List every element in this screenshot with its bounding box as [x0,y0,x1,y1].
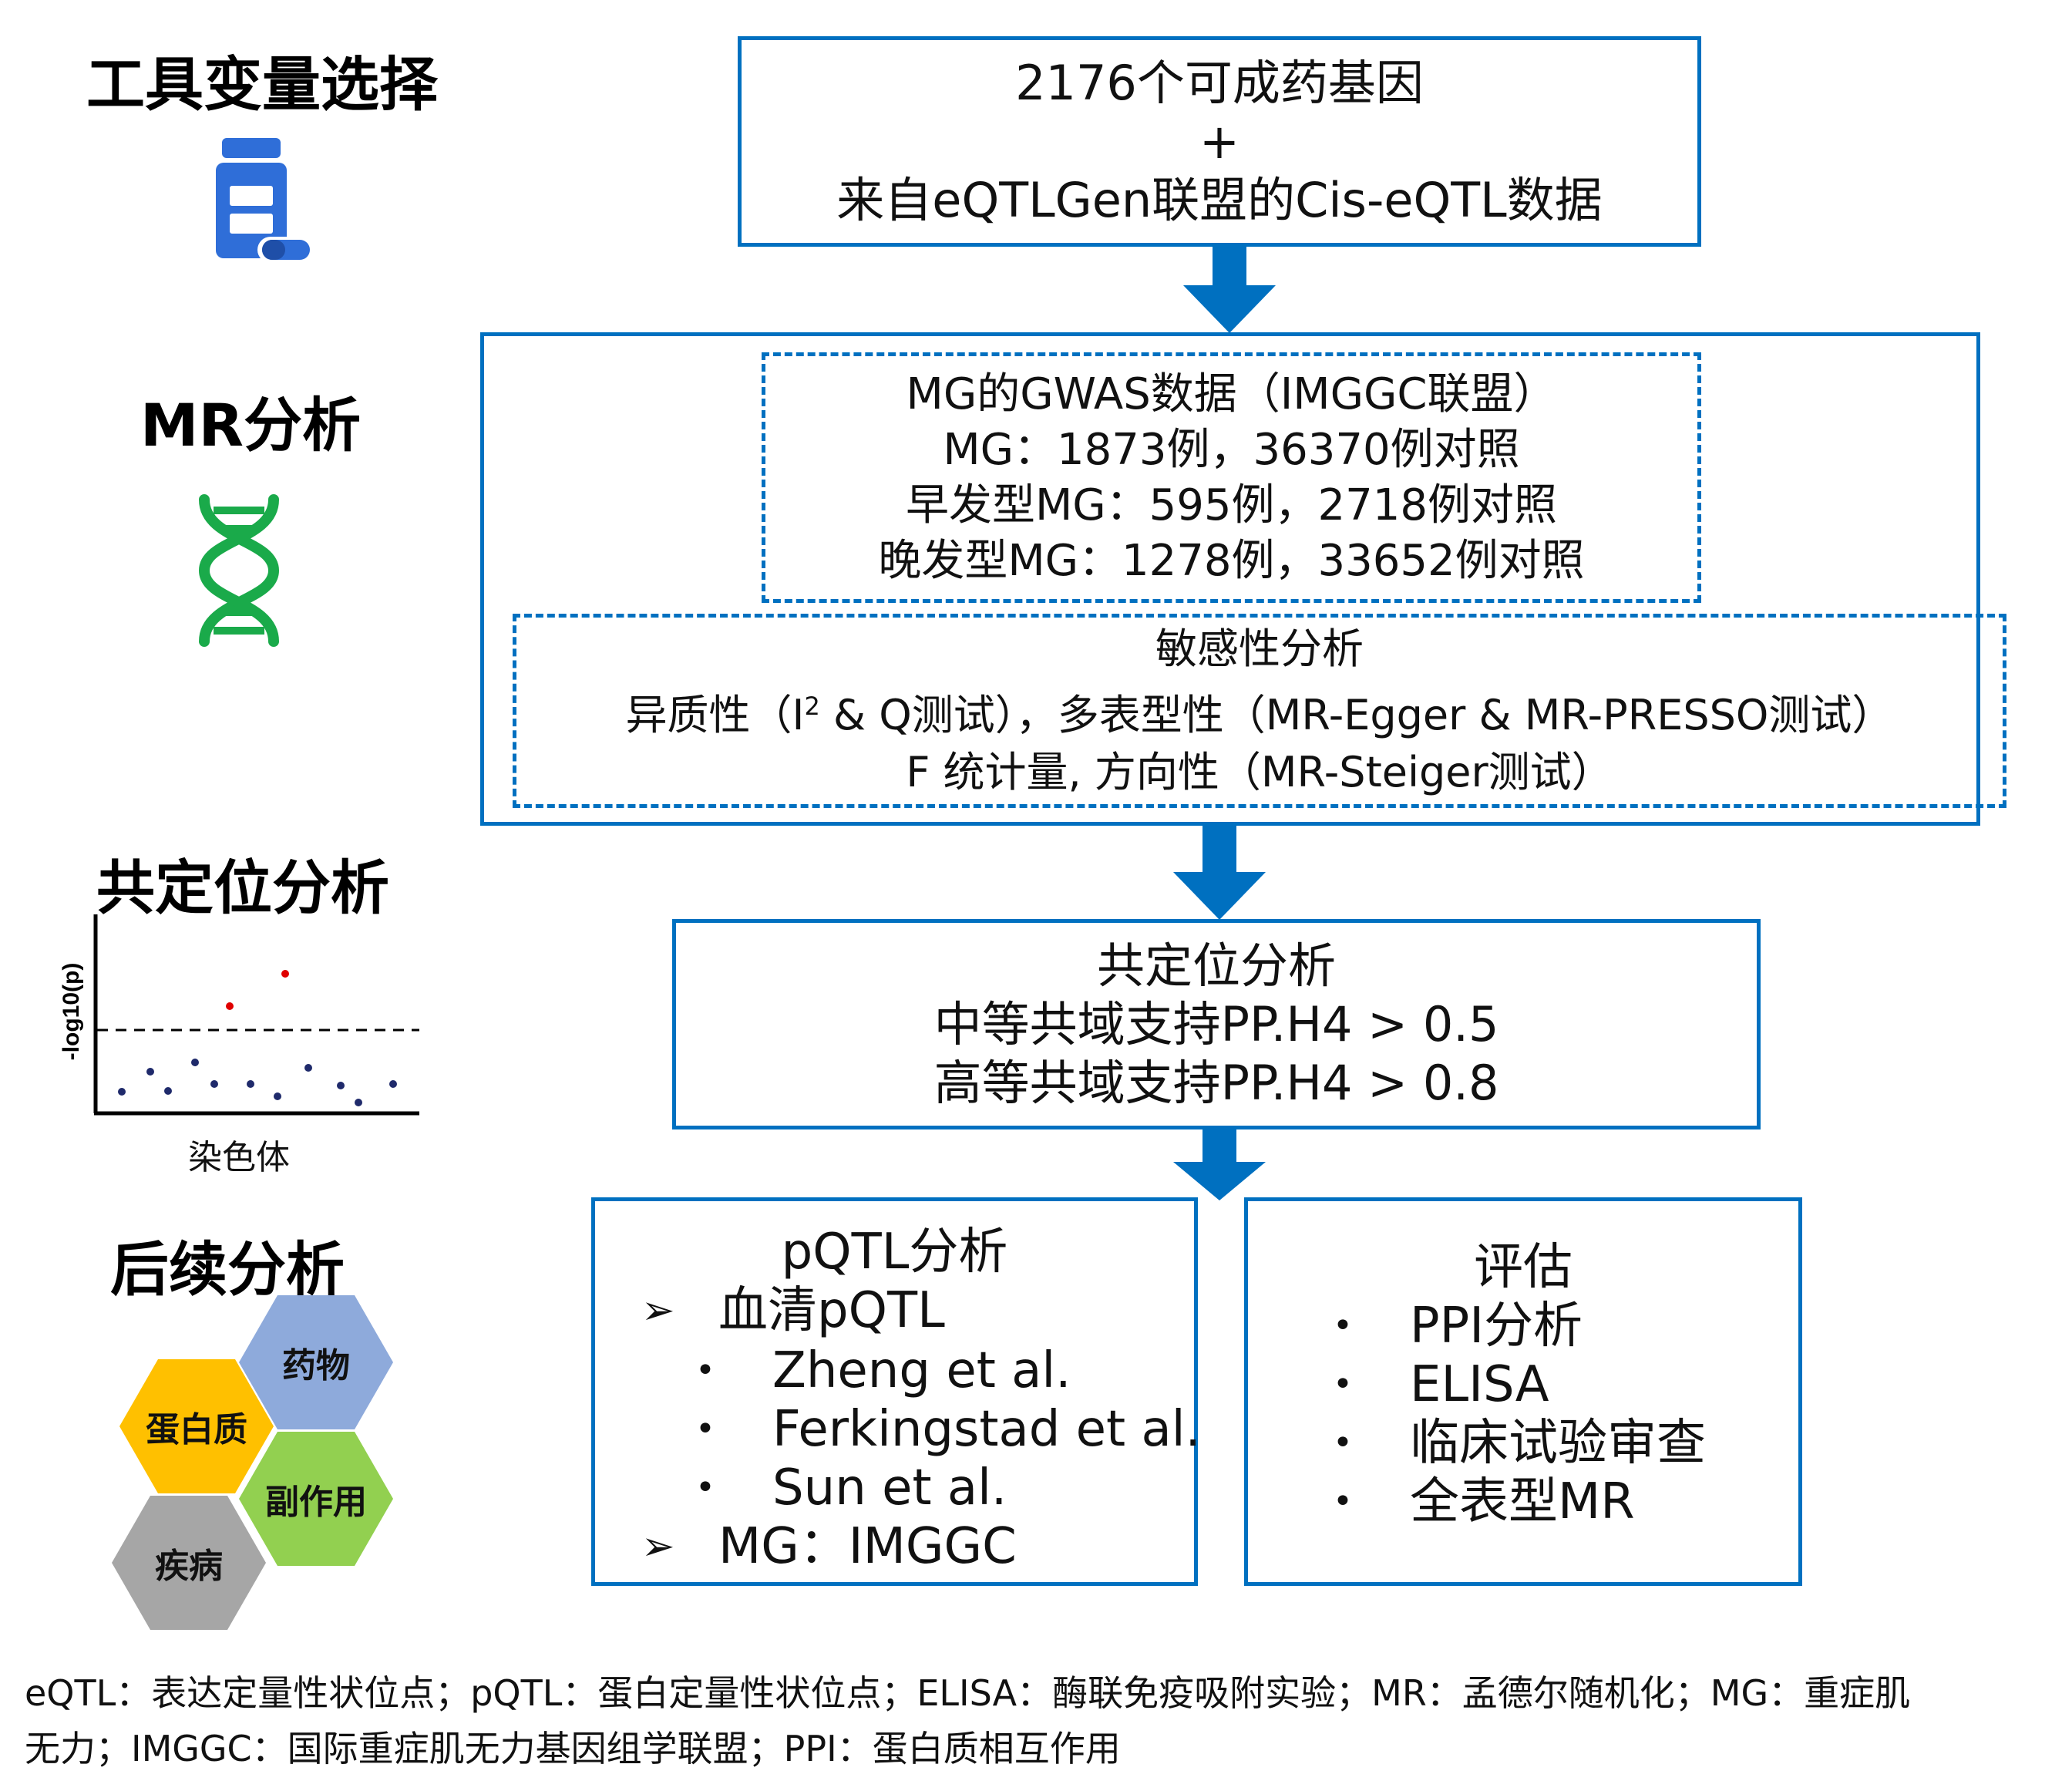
plot-point [337,1082,345,1089]
evaluation-item: • PPI分析 [1333,1297,1583,1355]
hex-side-effect: 副作用 [239,1432,393,1566]
manhattan-plot: -log10(p) [59,914,419,1116]
footnote-line: 无力；IMGGC：国际重症肌无力基因组学联盟；PPI：蛋白质相互作用 [25,1728,1121,1769]
plot-point [247,1080,254,1088]
pqtl-item-label: 血清pQTL [718,1282,945,1339]
bullet-dot: • [695,1468,715,1507]
plot-point [355,1099,362,1106]
bullet-dot: • [1333,1482,1353,1521]
pqtl-subitem: • Zheng et al. [695,1342,1071,1400]
dna-icon [198,494,280,647]
coloc-line: 中等共域支持PP.H4 > 0.5 [933,995,1499,1052]
plot-point [118,1088,126,1096]
plot-xlabel: 染色体 [188,1138,290,1177]
evaluation-item: • ELISA [1333,1355,1549,1414]
bullet-dot: • [695,1409,715,1449]
plot-point-significant [281,970,289,978]
drug-bottle-icon [216,138,314,263]
sensitivity-title: 敏感性分析 [1155,624,1364,673]
colocalization-box: 共定位分析 中等共域支持PP.H4 > 0.5 高等共域支持PP.H4 > 0.… [672,919,1761,1129]
drug-gene-box: 2176个可成药基因 + 来自eQTLGen联盟的Cis-eQTL数据 [738,36,1701,247]
gwas-line: MG：1873例，36370例对照 [943,424,1520,475]
sensitivity-text: & Q测试），多表型性（MR-Egger & MR-PRESSO测试） [819,691,1894,739]
evaluation-item-label: 全表型MR [1410,1473,1635,1530]
abbreviation-footnote: eQTL：表达定量性状位点；pQTL：蛋白定量性状位点；ELISA：酶联免疫吸附… [25,1665,2029,1776]
sensitivity-text: 异质性（I [625,691,805,739]
box1-line: 来自eQTLGen联盟的Cis-eQTL数据 [836,171,1603,228]
plot-ylabel: -log10(p) [59,963,84,1061]
sensitivity-line: 异质性（I2 & Q测试），多表型性（MR-Egger & MR-PRESSO测… [626,678,1894,744]
pqtl-subitem-label: Ferkingstad et al. [772,1401,1201,1458]
coloc-line: 高等共域支持PP.H4 > 0.8 [933,1054,1499,1111]
pqtl-subitem-label: Sun et al. [772,1459,1007,1517]
plot-point-significant [226,1002,234,1010]
plot-point [210,1080,218,1088]
pqtl-subitem: • Ferkingstad et al. [695,1400,1201,1459]
bullet-dot: • [1333,1306,1353,1345]
colocalization-title: 共定位分析 [96,853,389,922]
plot-point [191,1059,199,1066]
plot-point [389,1080,397,1088]
pqtl-subitem-label: Zheng et al. [772,1342,1071,1399]
arrow-bullet-icon: ➢ [641,1523,675,1570]
plot-point [274,1092,281,1100]
pqtl-item: ➢ MG：IMGGC [641,1517,1017,1576]
plot-point [304,1064,312,1072]
box1-line: 2176个可成药基因 [1015,54,1424,111]
sensitivity-analysis-box: 敏感性分析 异质性（I2 & Q测试），多表型性（MR-Egger & MR-P… [513,614,2006,808]
evaluation-item: • 临床试验审查 [1333,1414,1706,1473]
bullet-dot: • [695,1351,715,1390]
down-arrow [1173,1129,1266,1200]
tool-selection-title: 工具变量选择 [86,50,438,119]
gwas-line: 晚发型MG：1278例，33652例对照 [878,535,1585,586]
plot-point [164,1087,172,1095]
pqtl-item: ➢ 血清pQTL [641,1281,945,1340]
coloc-line: 共定位分析 [1096,937,1336,994]
footnote-line: eQTL：表达定量性状位点；pQTL：蛋白定量性状位点；ELISA：酶联免疫吸附… [25,1672,1911,1714]
down-arrow [1173,826,1266,920]
bullet-dot: • [1333,1423,1353,1463]
pqtl-subitem: • Sun et al. [695,1459,1007,1517]
down-arrow [1183,247,1276,333]
box1-line: + [1199,113,1240,170]
followup-title: 后续分析 [110,1235,345,1304]
mr-analysis-title: MR分析 [140,391,362,460]
evaluation-title: 评估 [1474,1239,1572,1296]
pqtl-analysis-box: pQTL分析 ➢ 血清pQTL • Zheng et al. • Ferking… [591,1197,1201,1586]
pqtl-title: pQTL分析 [781,1224,1008,1281]
evaluation-item: • 全表型MR [1333,1473,1635,1531]
pqtl-item-label: MG：IMGGC [718,1518,1017,1575]
evaluation-item-label: PPI分析 [1410,1298,1583,1355]
gwas-line: 早发型MG：595例，2718例对照 [905,480,1558,530]
arrow-bullet-icon: ➢ [641,1288,675,1334]
gwas-line: MG的GWAS数据（IMGGC联盟） [906,369,1557,419]
evaluation-item-label: ELISA [1410,1356,1549,1413]
hex-disease: 疾病 [112,1496,266,1630]
bullet-dot: • [1333,1365,1353,1404]
plot-point [146,1068,154,1076]
gwas-data-box: MG的GWAS数据（IMGGC联盟） MG：1873例，36370例对照 早发型… [762,352,1701,603]
evaluation-item-label: 临床试验审查 [1410,1415,1706,1472]
sensitivity-line: F 统计量, 方向性（MR-Steiger测试） [906,748,1613,796]
hex-drug: 药物 [239,1295,393,1429]
evaluation-box: 评估 • PPI分析 • ELISA • 临床试验审查 • 全表型MR [1244,1197,1802,1586]
mr-analysis-box [480,332,1980,826]
superscript: 2 [804,692,820,721]
